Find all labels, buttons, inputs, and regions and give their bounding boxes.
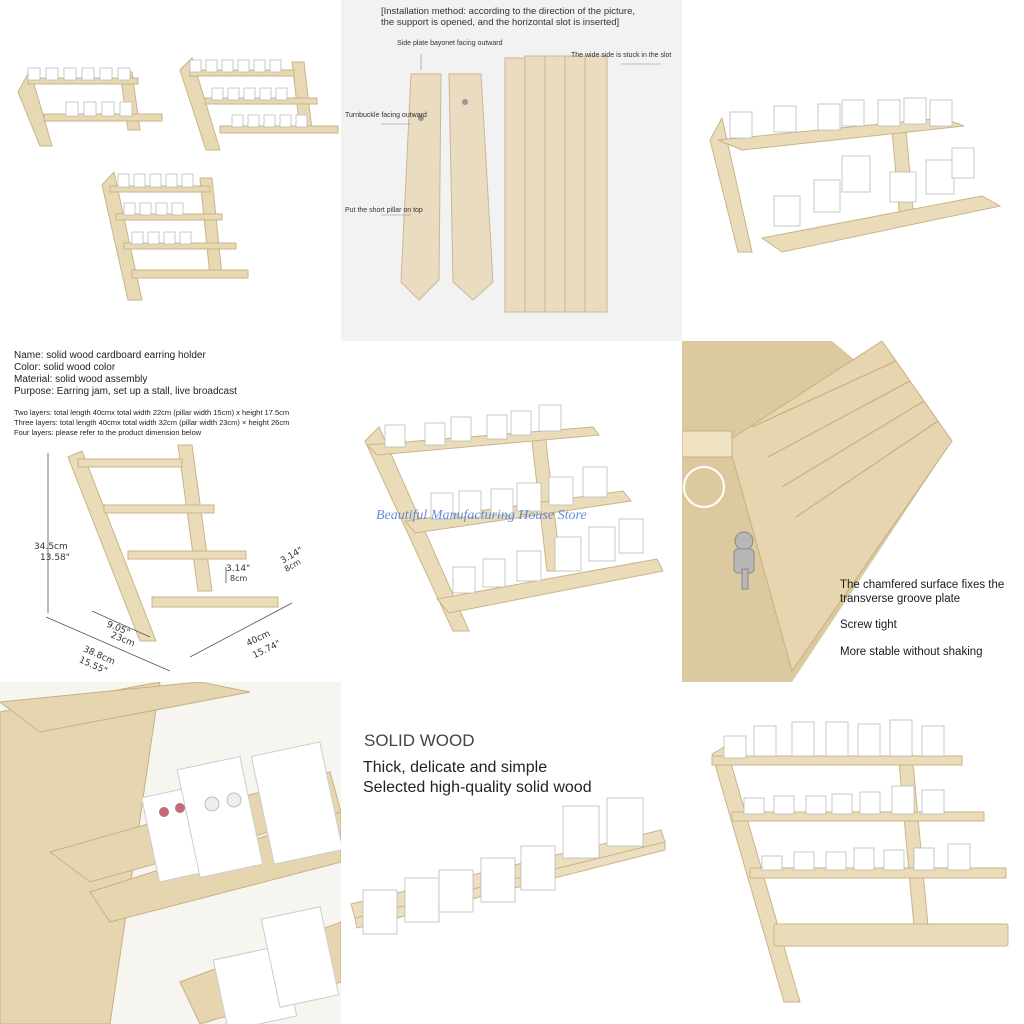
solid-wood-sub-1: Thick, delicate and simple	[363, 759, 548, 776]
dim-step-in: 3.14"	[226, 564, 251, 574]
detail-line-4: More stable without shaking	[840, 646, 983, 658]
spec-three-layers: Three layers: total length 40cmx total w…	[14, 418, 290, 427]
solid-wood-image: SOLID WOOD Thick, delicate and simple Se…	[341, 682, 682, 1024]
installation-image: [Installation method: according to the d…	[341, 0, 682, 341]
screw-icon	[733, 531, 755, 590]
shelf-closeup-illustration	[0, 682, 341, 1024]
two-tier-display-image	[682, 0, 1024, 341]
dim-height-cm: 34.5cm	[34, 542, 68, 552]
product-variants-image	[0, 0, 341, 341]
dim-height-in: 13.58"	[40, 553, 70, 563]
label-short-pillar: Put the short pillar on top	[345, 207, 423, 214]
spec-color: Color: solid wood color	[14, 362, 116, 373]
four-tier-display-image	[682, 682, 1024, 1024]
store-watermark: Beautiful Manufacturing House Store	[376, 508, 587, 523]
detail-line-2: transverse groove plate	[840, 593, 961, 605]
shelf-closeup-image	[0, 682, 341, 1024]
spec-purpose: Purpose: Earring jam, set up a stall, li…	[14, 386, 237, 397]
specification-image: Name: solid wood cardboard earring holde…	[0, 341, 341, 682]
spec-name: Name: solid wood cardboard earring holde…	[14, 350, 206, 361]
single-shelf-illustration	[350, 797, 666, 935]
spec-material: Material: solid wood assembly	[14, 374, 148, 385]
install-title-1: [Installation method: according to the d…	[381, 6, 636, 17]
solid-wood-sub-2: Selected high-quality solid wood	[363, 779, 592, 796]
label-side-plate: Side plate bayonet facing outward	[397, 40, 503, 47]
screw-detail-image: The chamfered surface fixes the transver…	[682, 341, 1024, 682]
dimension-drawing	[45, 444, 293, 672]
installation-parts	[381, 54, 661, 313]
label-turnbuckle: Turnbuckle facing outward	[345, 112, 427, 119]
three-tier-display-image: Beautiful Manufacturing House Store	[341, 341, 682, 682]
dim-step-cm: 8cm	[230, 574, 248, 583]
label-wide-side: The wide side is stuck in the slot	[571, 52, 672, 59]
variants-illustration	[17, 57, 339, 301]
spec-two-layers: Two layers: total length 40cmx total wid…	[14, 408, 290, 417]
two-tier-holder	[709, 97, 1002, 253]
install-title-2: the support is opened, and the horizonta…	[381, 17, 620, 28]
solid-wood-title: SOLID WOOD	[364, 731, 475, 750]
detail-line-3: Screw tight	[840, 619, 897, 631]
detail-line-1: The chamfered surface fixes the	[840, 579, 1005, 591]
spec-four-layers: Four layers: please refer to the product…	[14, 428, 202, 437]
three-tier-holder	[364, 404, 664, 632]
four-tier-holder	[711, 719, 1009, 1003]
screw-detail-illustration	[682, 341, 1024, 682]
